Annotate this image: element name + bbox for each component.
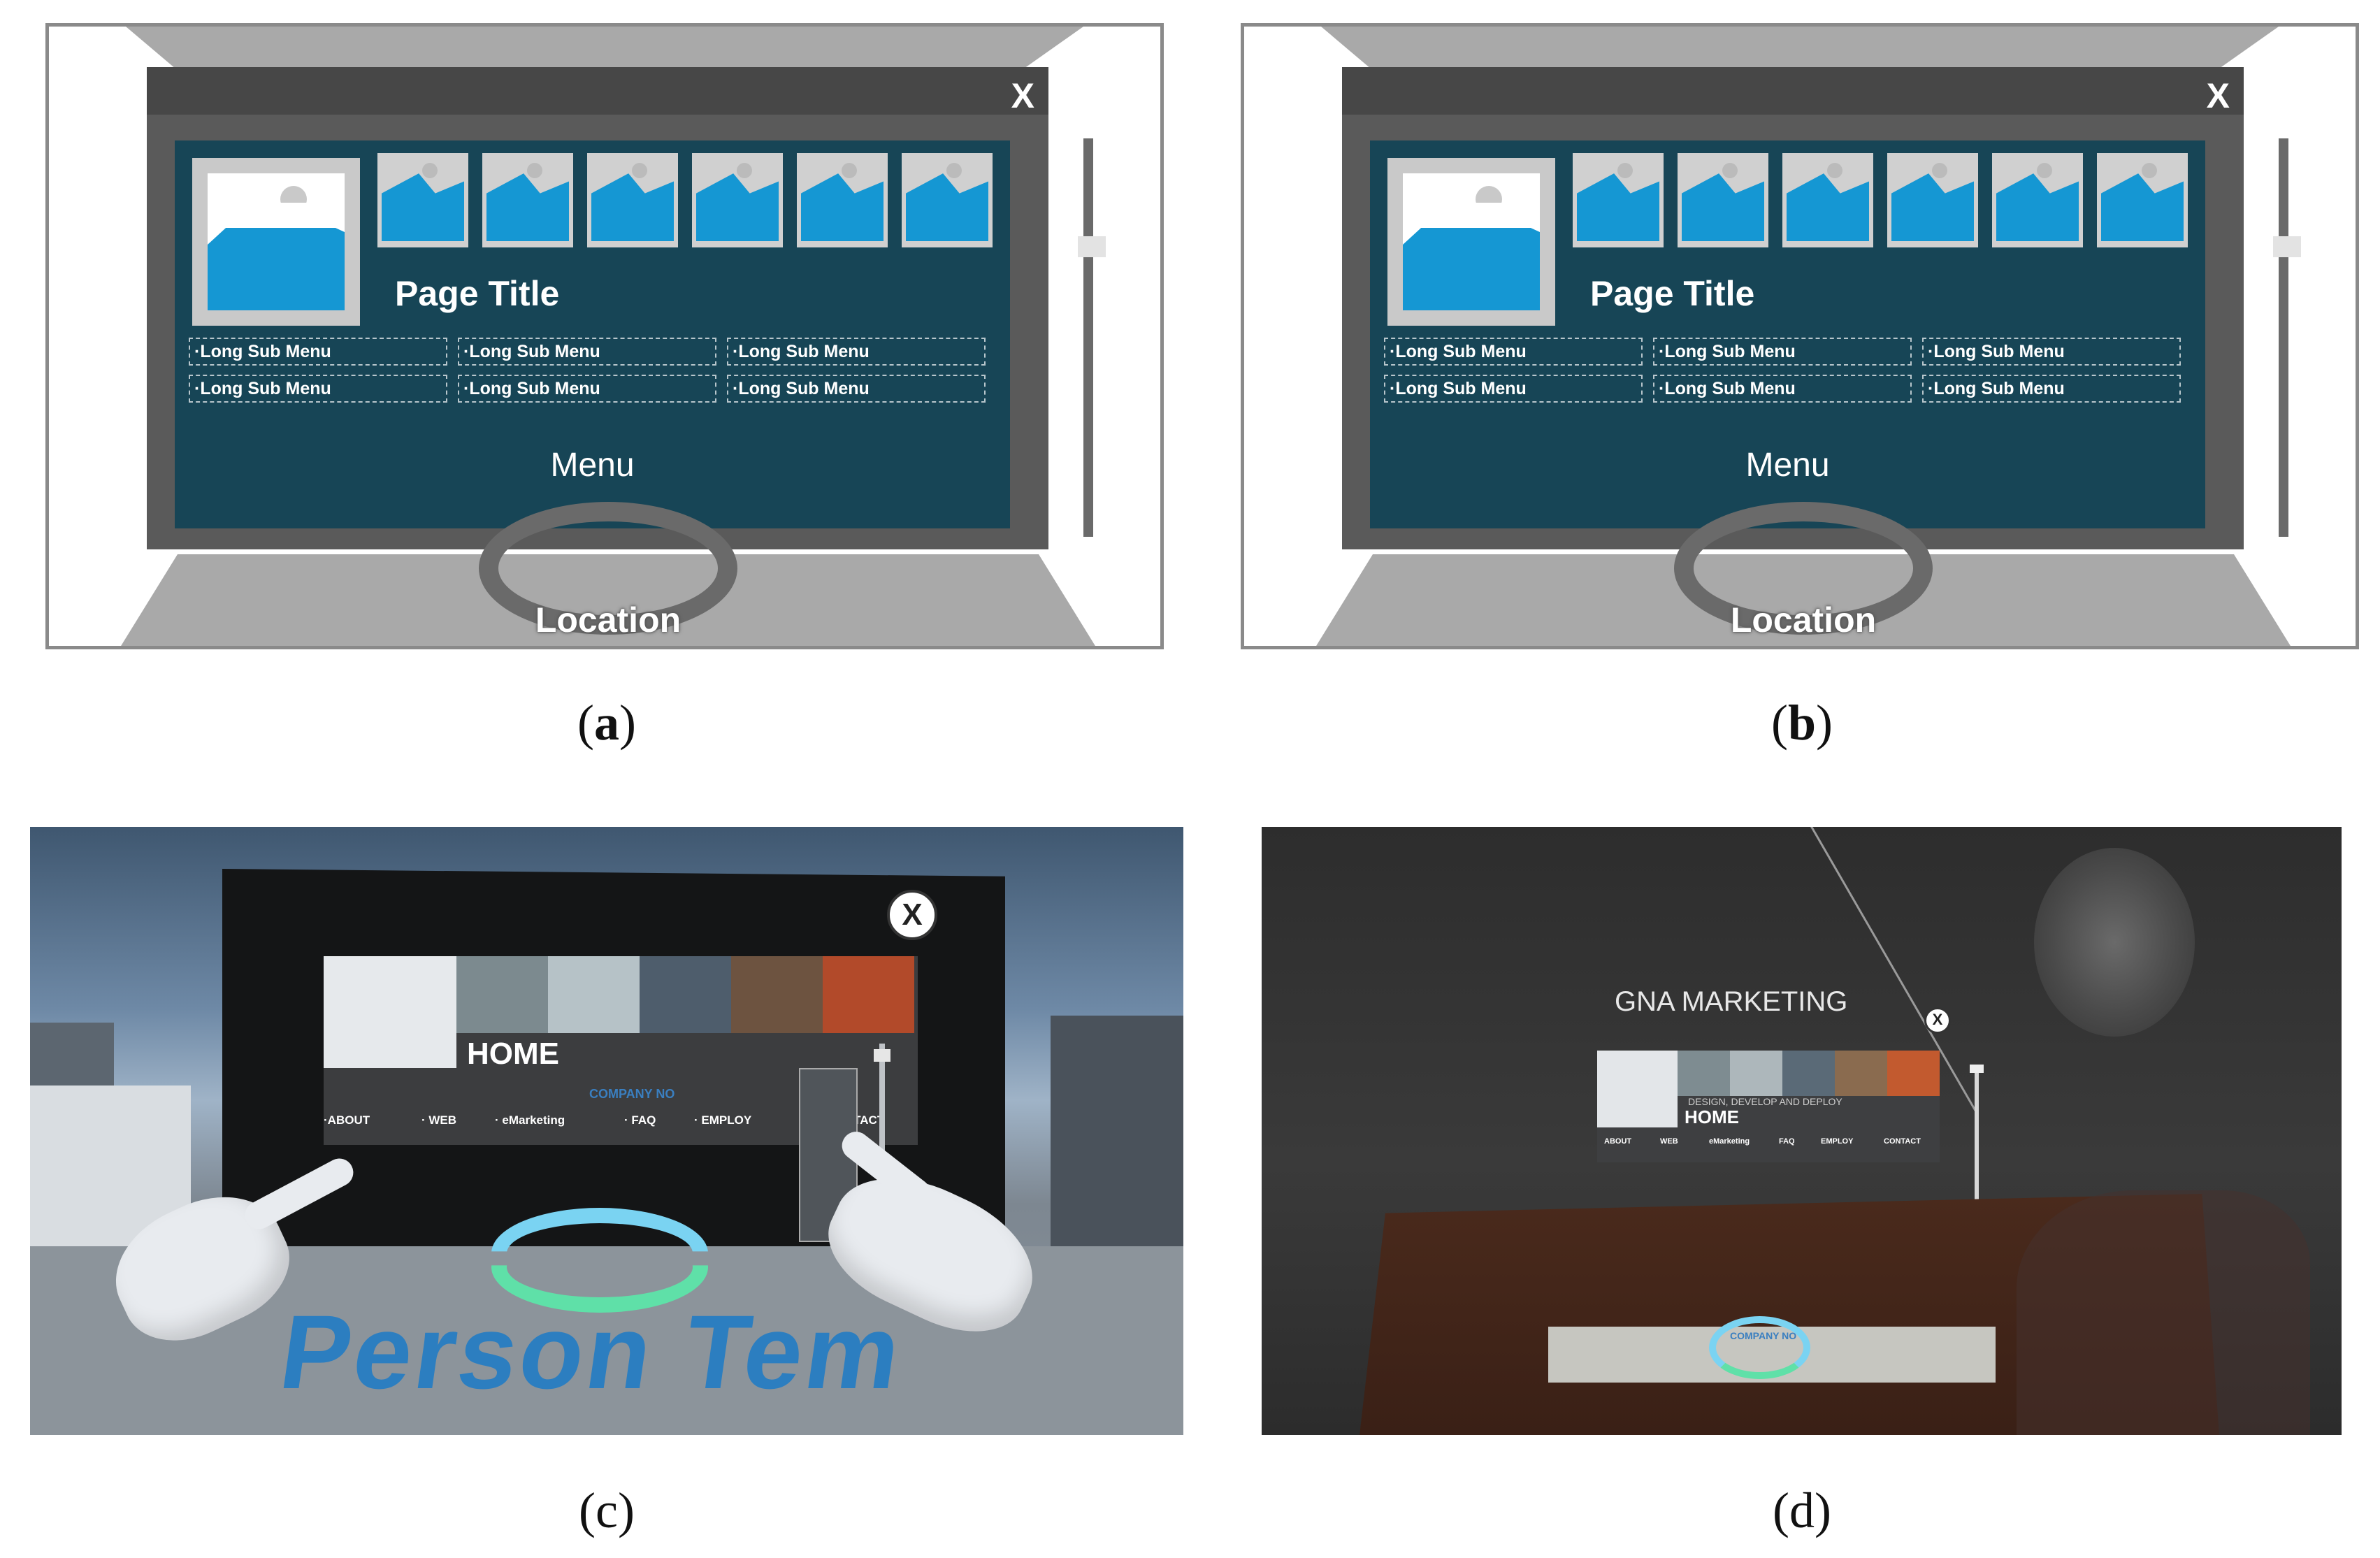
- page-title: Page Title: [1590, 274, 1755, 313]
- browser-frame: X Page Title ·Long Sub Menu ·Long Sub Me…: [147, 67, 1048, 549]
- nav-faq[interactable]: FAQ: [1779, 1137, 1795, 1146]
- frame-header: [1342, 67, 2244, 115]
- caption-d: (d): [1773, 1483, 1831, 1538]
- web-screen: Page Title ·Long Sub Menu ·Long Sub Menu…: [175, 140, 1010, 528]
- tagline: DESIGN, DEVELOP AND DEPLOY: [1688, 1096, 1842, 1107]
- nav-emarketing[interactable]: · eMarketing: [495, 1113, 565, 1127]
- close-button[interactable]: X: [1924, 1007, 1951, 1034]
- close-button[interactable]: X: [1011, 76, 1034, 115]
- location-label[interactable]: Location: [535, 600, 681, 640]
- sub-menu-item[interactable]: ·Long Sub Menu: [1922, 338, 2181, 366]
- panel-b-wireframe: X Page Title ·Long Sub Menu ·Long Sub Me…: [1241, 23, 2359, 649]
- sub-menu-item[interactable]: ·Long Sub Menu: [1653, 375, 1912, 403]
- sub-menu-item[interactable]: ·Long Sub Menu: [727, 338, 986, 366]
- location-halo[interactable]: [1709, 1316, 1810, 1379]
- frame-header: [147, 67, 1048, 115]
- thumbnail-4[interactable]: [692, 153, 783, 247]
- thumbnail-1[interactable]: [377, 153, 468, 247]
- thumbnail-6[interactable]: [902, 153, 993, 247]
- thumbnail-2[interactable]: [482, 153, 573, 247]
- hero-image[interactable]: [324, 956, 456, 1068]
- brand-logo-text: GNA MARKETING: [1615, 986, 1848, 1017]
- image-icon: [208, 173, 345, 310]
- hero-image[interactable]: [1597, 1051, 1678, 1127]
- home-heading: HOME: [467, 1037, 559, 1071]
- thumbnail-5[interactable]: [1992, 153, 2083, 247]
- photo-strip: [456, 956, 914, 1033]
- wall-plaque: [2034, 848, 2195, 1037]
- sub-menu-item[interactable]: ·Long Sub Menu: [189, 375, 447, 403]
- panel-a-wireframe: X Page Title ·Long Sub Menu ·Long Sub Me…: [45, 23, 1164, 649]
- thumbnail-1[interactable]: [1573, 153, 1664, 247]
- sub-menu-item[interactable]: ·Long Sub Menu: [727, 375, 986, 403]
- web-screen: Page Title ·Long Sub Menu ·Long Sub Menu…: [1370, 140, 2205, 528]
- nav-about[interactable]: ABOUT: [1604, 1137, 1632, 1146]
- top-bar: [1321, 27, 2279, 67]
- sub-menu-item[interactable]: ·Long Sub Menu: [1384, 375, 1643, 403]
- location-label[interactable]: Location: [1730, 600, 1877, 640]
- scroll-handle[interactable]: [2273, 236, 2301, 257]
- thumbnail-6[interactable]: [2097, 153, 2188, 247]
- thumbnail-2[interactable]: [1678, 153, 1768, 247]
- nav-employ[interactable]: · EMPLOY: [694, 1113, 752, 1127]
- nav-web[interactable]: WEB: [1660, 1137, 1678, 1146]
- browser-frame: X Page Title ·Long Sub Menu ·Long Sub Me…: [1342, 67, 2244, 549]
- hero-image[interactable]: [192, 158, 360, 326]
- sub-menu-item[interactable]: ·Long Sub Menu: [189, 338, 447, 366]
- caption-b: (b): [1770, 695, 1833, 751]
- close-button[interactable]: X: [2206, 76, 2230, 115]
- hand-shadow: [2017, 1190, 2310, 1435]
- scroll-track[interactable]: [879, 1044, 885, 1162]
- hero-image[interactable]: [1387, 158, 1555, 326]
- nav-contact[interactable]: CONTACT: [1884, 1137, 1921, 1146]
- scroll-track[interactable]: [1975, 1065, 1979, 1204]
- home-heading: HOME: [1685, 1106, 1739, 1127]
- sub-menu-item[interactable]: ·Long Sub Menu: [1384, 338, 1643, 366]
- top-bar: [126, 27, 1083, 67]
- panel-d-ar-view: GNA MARKETING X DESIGN, DEVELOP AND DEPL…: [1262, 827, 2342, 1435]
- menu-label[interactable]: Menu: [550, 447, 635, 484]
- photo-strip: [1678, 1051, 1940, 1096]
- nav-emarketing[interactable]: eMarketing: [1709, 1137, 1750, 1146]
- sub-menu-item[interactable]: ·Long Sub Menu: [458, 375, 716, 403]
- scroll-track[interactable]: [1083, 138, 1093, 537]
- sub-menu-item[interactable]: ·Long Sub Menu: [1653, 338, 1912, 366]
- thumbnail-3[interactable]: [1782, 153, 1873, 247]
- scroll-track[interactable]: [2279, 138, 2288, 537]
- nav-faq[interactable]: · FAQ: [624, 1113, 656, 1127]
- caption-a: (a): [577, 695, 636, 751]
- sub-menu-item[interactable]: ·Long Sub Menu: [458, 338, 716, 366]
- scroll-handle[interactable]: [1078, 236, 1106, 257]
- image-icon: [1403, 173, 1540, 310]
- nav-web[interactable]: · WEB: [421, 1113, 457, 1127]
- page-title: Page Title: [395, 274, 560, 313]
- thumbnail-5[interactable]: [797, 153, 888, 247]
- nav-employ[interactable]: EMPLOY: [1821, 1137, 1854, 1146]
- caption-c: (c): [579, 1483, 635, 1538]
- scroll-handle[interactable]: [874, 1049, 890, 1062]
- thumbnail-4[interactable]: [1887, 153, 1978, 247]
- company-logo-text: COMPANY NO: [589, 1087, 675, 1101]
- sub-menu-item[interactable]: ·Long Sub Menu: [1922, 375, 2181, 403]
- scroll-handle[interactable]: [1970, 1065, 1984, 1073]
- close-button[interactable]: X: [887, 890, 937, 940]
- thumbnail-3[interactable]: [587, 153, 678, 247]
- nav-about[interactable]: ·ABOUT: [324, 1113, 370, 1127]
- menu-label[interactable]: Menu: [1745, 447, 1830, 484]
- panel-c-vr-view: Person Tem X HOME COMPANY NO ·ABOUT · WE…: [30, 827, 1183, 1435]
